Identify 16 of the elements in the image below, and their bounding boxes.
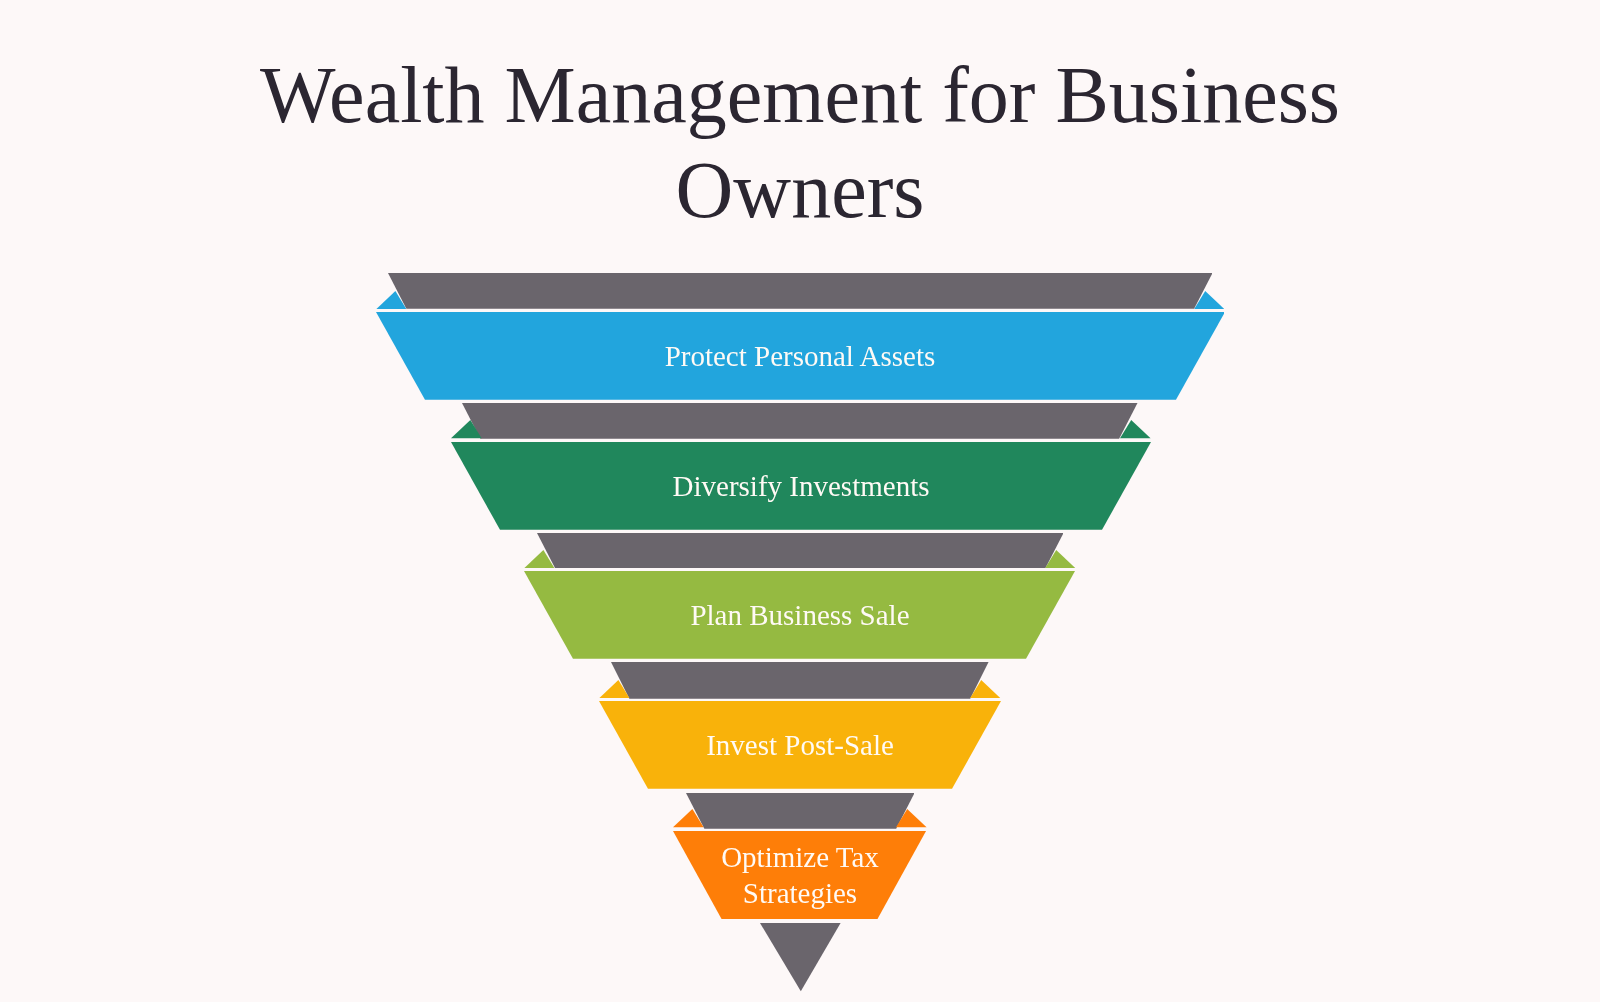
ribbon-back-band [462, 403, 1138, 439]
ribbon-back-band [387, 273, 1213, 310]
funnel-tip [760, 923, 841, 992]
band-label: Invest Post-Sale [706, 727, 894, 763]
band-label: Plan Business Sale [690, 598, 910, 634]
ribbon-back-band [536, 532, 1064, 569]
band-label: Protect Personal Assets [664, 339, 936, 375]
title: Wealth Management for Business Owners [259, 50, 1341, 236]
funnel-band [598, 701, 1001, 789]
ribbon-back-band [611, 662, 989, 699]
funnel-band [524, 571, 1076, 660]
funnel-band [673, 830, 927, 920]
funnel-band [375, 312, 1225, 400]
band-label: Diversify Investments [672, 468, 930, 504]
funnel-band [451, 441, 1151, 530]
band-label: Optimize Tax Strategies [720, 840, 880, 911]
